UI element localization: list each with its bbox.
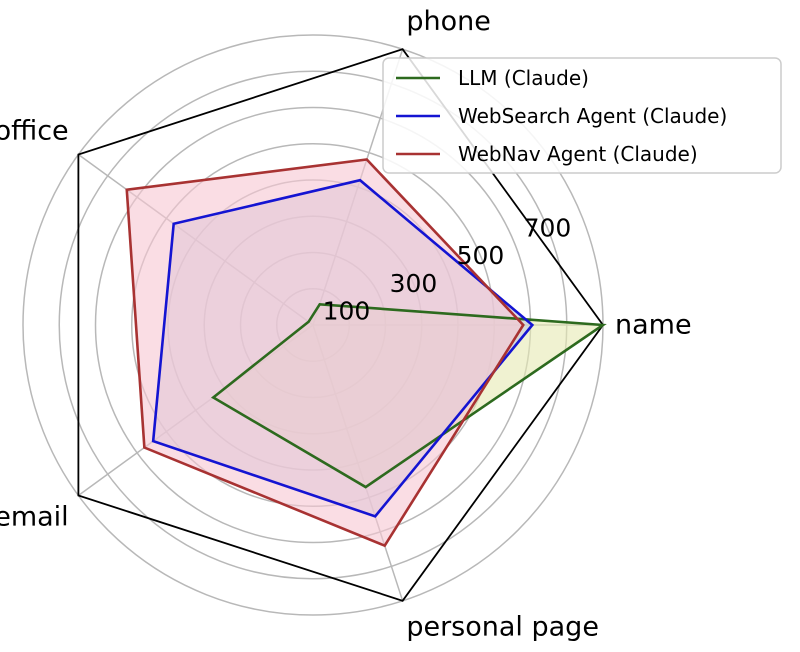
axis-label-email: email bbox=[0, 502, 69, 533]
radar-series bbox=[125, 158, 607, 548]
series-area-webnav-agent-claude bbox=[126, 159, 524, 546]
axis-label-phone: phone bbox=[406, 6, 491, 37]
legend-label-websearch-agent-claude: WebSearch Agent (Claude) bbox=[458, 104, 727, 128]
legend: LLM (Claude) WebSearch Agent (Claude) WebN… bbox=[382, 57, 782, 174]
r-tick-label: 700 bbox=[524, 213, 572, 242]
r-tick-label: 300 bbox=[390, 269, 438, 298]
r-tick-label: 100 bbox=[323, 297, 371, 326]
axis-label-office: office bbox=[0, 115, 69, 146]
legend-label-llm-claude: LLM (Claude) bbox=[458, 66, 589, 90]
series-line-websearch-agent-claude bbox=[151, 178, 535, 518]
legend-box bbox=[382, 57, 782, 174]
r-tick-label: 500 bbox=[457, 241, 505, 270]
series-line-webnav-agent-claude bbox=[125, 158, 525, 548]
axis-label-name: name bbox=[615, 310, 692, 341]
series-line-llm-claude bbox=[210, 302, 607, 489]
radial-tick-labels: 100 300 500 700 bbox=[323, 213, 572, 325]
axis-label-personal-page: personal page bbox=[406, 611, 599, 642]
legend-label-webnav-agent-claude: WebNav Agent (Claude) bbox=[458, 142, 698, 166]
axis-labels: name phone office email personal page bbox=[0, 6, 692, 643]
